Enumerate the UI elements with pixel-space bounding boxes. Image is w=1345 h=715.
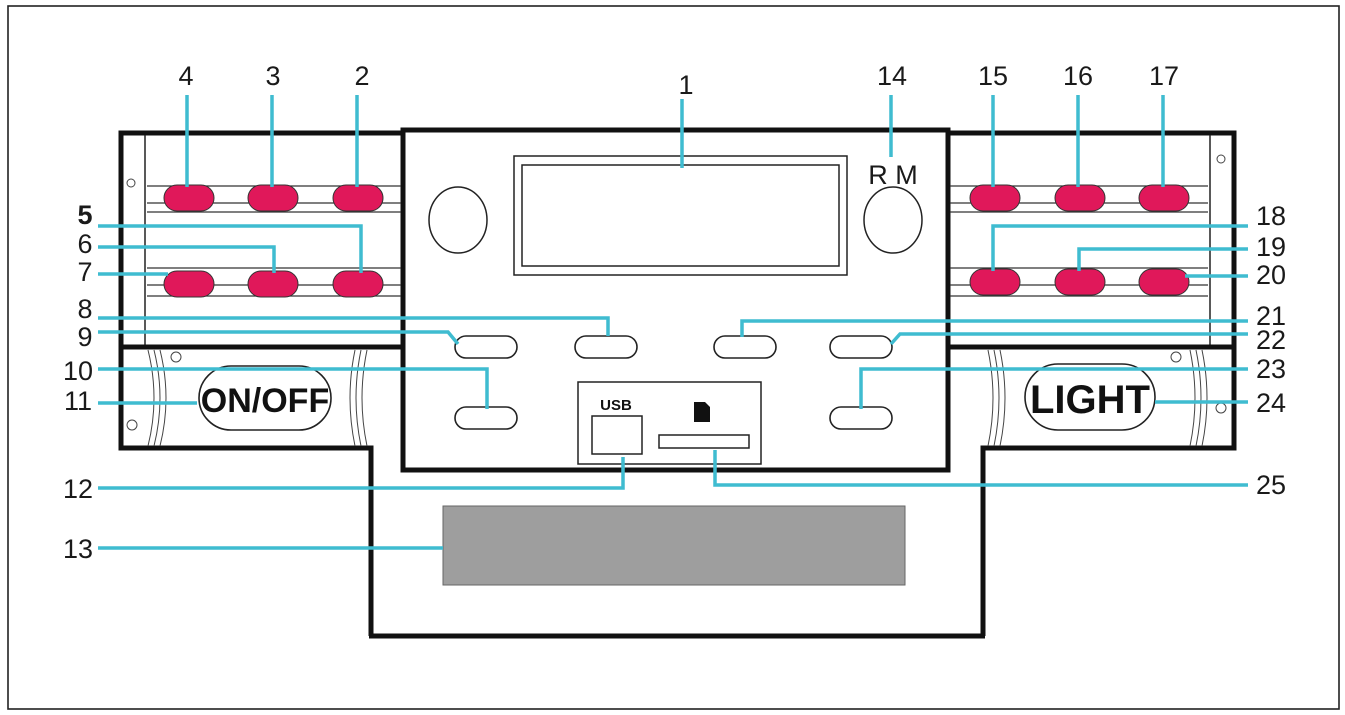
lcd-display: [513, 155, 848, 276]
device-body: [118, 127, 1237, 639]
callout-1: 1: [678, 70, 693, 100]
remote-sensor: [863, 186, 923, 254]
screw-icon: [1216, 154, 1226, 164]
callout-10: 10: [63, 356, 93, 386]
button-10[interactable]: [454, 406, 518, 430]
remote-label: R M: [868, 160, 918, 190]
callout-15: 15: [978, 61, 1008, 91]
screw-icon: [170, 351, 182, 363]
fader-knob-15[interactable]: [969, 184, 1021, 212]
callout-20: 20: [1256, 260, 1286, 290]
fader-knob-19[interactable]: [1054, 268, 1106, 296]
usb-sd-panel: USB: [577, 381, 762, 465]
callout-5: 5: [77, 200, 92, 230]
on-off-button[interactable]: ON/OFF: [198, 365, 332, 431]
callout-9: 9: [77, 322, 92, 352]
button-8[interactable]: [574, 335, 638, 359]
fader-knob-2[interactable]: [332, 184, 384, 212]
fader-knob-6[interactable]: [247, 270, 299, 298]
callout-19: 19: [1256, 232, 1286, 262]
button-23[interactable]: [829, 406, 893, 430]
center-panel: [400, 127, 951, 473]
callout-18: 18: [1256, 201, 1286, 231]
left-wing-outline: [118, 130, 403, 636]
callout-22: 22: [1256, 325, 1286, 355]
left-fader-bank: [147, 184, 401, 298]
fader-knob-16[interactable]: [1054, 184, 1106, 212]
fader-knob-18[interactable]: [969, 268, 1021, 296]
callout-4: 4: [178, 61, 193, 91]
callout-12: 12: [63, 474, 93, 504]
button-22[interactable]: [829, 335, 893, 359]
fader-knob-20[interactable]: [1138, 268, 1190, 296]
fader-knob-3[interactable]: [247, 184, 299, 212]
left-round-knob[interactable]: [428, 186, 488, 254]
diagram-frame: [7, 5, 1340, 710]
screw-icon: [1170, 351, 1182, 363]
screw-marks: [126, 154, 1227, 431]
callout-2: 2: [354, 61, 369, 91]
callout-13: 13: [63, 534, 93, 564]
usb-port[interactable]: [591, 415, 643, 455]
on-off-label: ON/OFF: [201, 382, 329, 420]
callout-7: 7: [77, 257, 92, 287]
button-21[interactable]: [713, 335, 777, 359]
light-button[interactable]: LIGHT: [1024, 363, 1156, 431]
speaker-grille: [442, 505, 906, 586]
callout-numbers: 4 3 2 1 14 15 16 17 5 6 7 8 9 10 11 12 1…: [63, 61, 1286, 564]
screw-icon: [126, 419, 138, 431]
callout-8: 8: [77, 294, 92, 324]
center-buttons: [454, 335, 893, 430]
leader-lines: [98, 95, 1248, 550]
callout-16: 16: [1063, 61, 1093, 91]
callout-6: 6: [77, 229, 92, 259]
callout-25: 25: [1256, 470, 1286, 500]
fader-knob-7[interactable]: [163, 270, 215, 298]
screw-icon: [1215, 402, 1227, 414]
button-9[interactable]: [454, 335, 518, 359]
callout-24: 24: [1256, 388, 1286, 418]
sd-card-slot[interactable]: [658, 434, 750, 449]
callout-11: 11: [64, 386, 92, 416]
right-fader-bank: [950, 184, 1208, 297]
light-label: LIGHT: [1030, 378, 1150, 422]
sd-card-icon: [694, 402, 710, 422]
callout-17: 17: [1149, 61, 1179, 91]
callout-23: 23: [1256, 354, 1286, 384]
callout-3: 3: [265, 61, 280, 91]
usb-label: USB: [600, 397, 632, 414]
fader-knob-5[interactable]: [332, 270, 384, 298]
screw-icon: [126, 178, 136, 188]
fader-knob-17[interactable]: [1138, 184, 1190, 212]
callout-14: 14: [877, 61, 907, 91]
right-wing-outline: [946, 130, 1237, 636]
grille-ridges: [147, 349, 1208, 447]
callout-21: 21: [1256, 301, 1286, 331]
fader-knob-4[interactable]: [163, 184, 215, 212]
